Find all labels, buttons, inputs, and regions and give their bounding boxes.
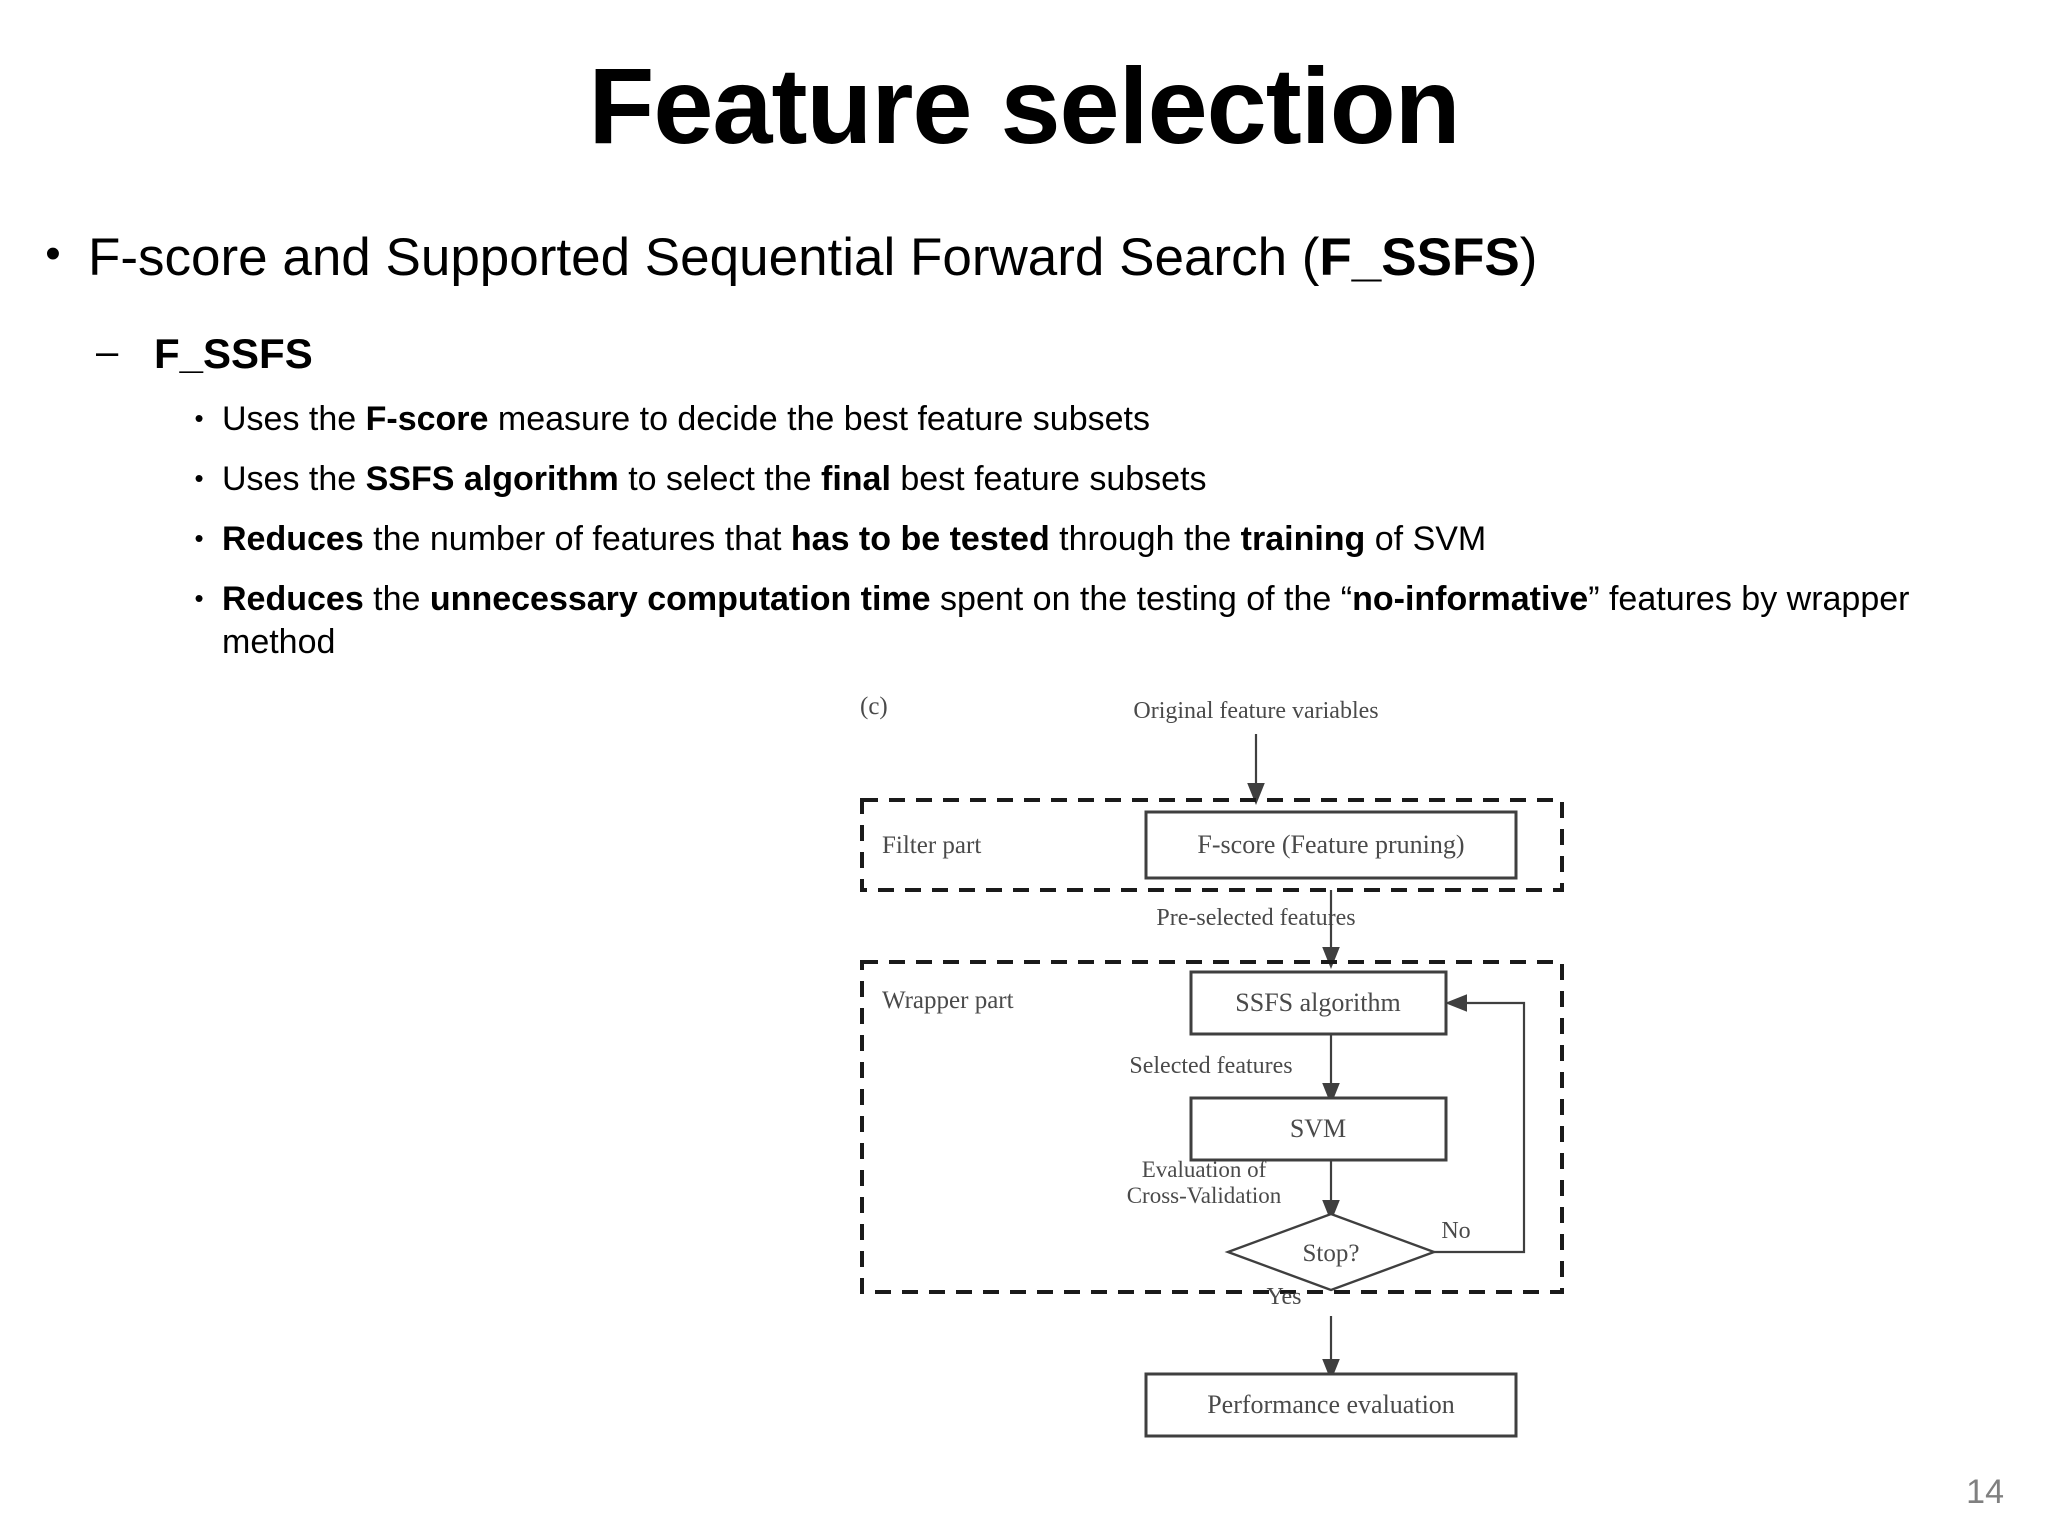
page-number: 14 [1966,1473,2004,1511]
preselected-label: Pre-selected features [1156,905,1355,931]
ssfs-box-label: SSFS algorithm [1235,988,1400,1017]
bullet-emphasis: training [1240,520,1366,559]
bullet-level2-text: F_SSFS [154,330,313,377]
bullet-level3-text: Uses the F-score measure to decide the b… [222,398,1966,440]
bullet-emphasis: no-informative [1352,580,1589,619]
bullet-plain: Uses the [222,460,366,499]
bullet-level3-text: Reduces the unnecessary computation time… [222,578,1966,662]
bullet-marker-dot: • [194,583,204,614]
evaluation-label-line1: Evaluation of [1142,1157,1267,1182]
input-label: Original feature variables [1133,698,1378,724]
bullet-plain: the number of features that [363,520,791,559]
bullet-plain: through the [1049,520,1241,559]
bullet-plain: spent on the testing of the “ [930,580,1353,619]
bullet-marker-dot: • [194,523,204,554]
bullet-level1: • F-score and Supported Sequential Forwa… [18,228,2028,287]
bullet-level3-item: • Uses the F-score measure to decide the … [176,398,1966,440]
fscore-box-label: F-score (Feature pruning) [1197,830,1464,859]
yes-label: Yes [1267,1284,1302,1310]
bullet-level1-prefix: F-score and Supported Sequential Forward… [88,228,1320,287]
bullet-level1-bold: F_SSFS [1319,228,1520,287]
bullet-plain: Uses the [222,400,366,438]
bullet-marker-dot: • [194,403,204,433]
no-label: No [1441,1218,1470,1244]
bullet-plain: ” features by wrapper method [222,580,1910,661]
performance-box-label: Performance evaluation [1207,1390,1455,1419]
selected-features-label: Selected features [1129,1053,1292,1079]
bullet-marker-dash: – [96,330,119,374]
bullet-level1-suffix: ) [1519,228,1538,287]
bullet-level2: – F_SSFS [96,330,1996,377]
filter-part-label: Filter part [882,832,981,859]
svm-box-label: SVM [1290,1114,1346,1143]
page-title: Feature selection [588,45,1460,166]
figure-label: (c) [860,693,888,720]
bullet-plain: of SVM [1365,520,1487,559]
bullet-plain: measure to decide the best feature subse… [488,400,1150,438]
bullet-emphasis: has to be tested [790,520,1050,559]
bullet-level3-item: • Reduces the number of features that has… [176,518,1966,560]
bullet-plain: to select the [618,460,821,499]
evaluation-label-line2: Cross-Validation [1127,1183,1282,1208]
bullet-emphasis: Reduces [222,520,364,559]
bullet-emphasis: SSFS algorithm [365,460,619,499]
bullet-level3-item: • Uses the SSFS algorithm to select the f… [176,458,1966,500]
bullet-level1-text: F-score and Supported Sequential Forward… [88,228,2028,287]
bullet-level3-text: Uses the SSFS algorithm to select the fi… [222,458,1966,500]
bullet-level3-text: Reduces the number of features that has … [222,518,1966,560]
bullet-level3-list: • Uses the F-score measure to decide the … [176,398,1966,681]
bullet-emphasis: final [821,460,891,499]
bullet-plain: best feature subsets [890,460,1207,499]
wrapper-part-label: Wrapper part [882,987,1014,1014]
bullet-emphasis: unnecessary computation time [429,580,931,619]
bullet-emphasis: Reduces [222,580,364,619]
decision-label: Stop? [1303,1240,1360,1267]
bullet-level3-item: • Reduces the unnecessary computation tim… [176,578,1966,662]
feature-selection-flowchart: (c) Original feature variables Filter pa… [856,690,1576,1438]
bullet-marker-dot: • [194,463,204,494]
bullet-marker-dot: • [45,229,61,278]
bullet-emphasis: F-score [365,400,489,438]
bullet-plain: the [363,580,430,619]
